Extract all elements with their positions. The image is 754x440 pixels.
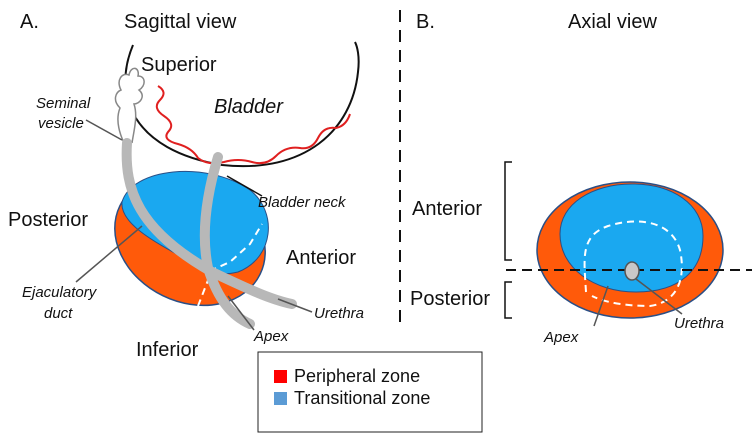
axial-anterior-label: Anterior xyxy=(412,198,482,220)
ejaculatory-duct-label-line2: duct xyxy=(44,305,73,322)
inferior-label: Inferior xyxy=(136,339,199,361)
panel-a-title: Sagittal view xyxy=(124,11,237,33)
axial-urethra xyxy=(624,261,640,281)
apex-pointer xyxy=(227,295,255,331)
axial-urethra-pointer xyxy=(635,278,683,315)
apex-label: Apex xyxy=(253,328,289,345)
legend-swatch-peripheral xyxy=(274,370,287,383)
bladder-wall-line xyxy=(155,85,351,165)
sagittal-transitional-zone xyxy=(121,171,269,275)
axial-apex-pointer xyxy=(593,285,609,327)
legend: Peripheral zone Transitional zone xyxy=(257,351,483,433)
bladder-label: Bladder xyxy=(214,96,284,118)
panel-b-title: Axial view xyxy=(568,11,657,33)
ejaculatory-duct-band xyxy=(121,138,297,309)
seminal-vesicle-pointer xyxy=(85,119,123,141)
panel-a-sagittal: A. Sagittal view Superior Bladder Semina… xyxy=(8,11,364,361)
bladder-neck-pointer xyxy=(226,175,263,197)
seminal-vesicle-label-line1: Seminal xyxy=(36,95,91,112)
seminal-vesicle-label-line2: vesicle xyxy=(38,115,84,132)
superior-label: Superior xyxy=(141,54,217,76)
legend-label-transitional: Transitional zone xyxy=(294,388,430,408)
panel-b-letter: B. xyxy=(416,11,435,33)
axial-transitional-zone xyxy=(559,183,704,293)
legend-swatch-transitional xyxy=(274,392,287,405)
ejaculatory-duct-pointer xyxy=(75,225,143,283)
urethra-label: Urethra xyxy=(314,305,364,322)
axial-posterior-label: Posterior xyxy=(410,288,490,310)
ejaculatory-duct-label-line1: Ejaculatory xyxy=(22,284,98,301)
panel-b-axial: B. Axial view Anterior Posterior Urethra… xyxy=(410,11,752,346)
legend-box xyxy=(257,351,483,433)
legend-label-peripheral: Peripheral zone xyxy=(294,366,420,386)
axial-dashed-boundary xyxy=(583,220,683,308)
bladder-neck-label: Bladder neck xyxy=(258,194,347,211)
urethra-band xyxy=(199,152,255,329)
anterior-label: Anterior xyxy=(286,247,356,269)
panel-a-letter: A. xyxy=(20,11,39,33)
urethra-pointer xyxy=(277,298,313,313)
posterior-label: Posterior xyxy=(8,209,88,231)
seminal-vesicle-shape xyxy=(114,67,145,144)
axial-apex-label: Apex xyxy=(543,329,579,346)
sagittal-dashed-boundary xyxy=(197,223,263,307)
posterior-bracket xyxy=(504,281,512,319)
axial-urethra-label: Urethra xyxy=(674,315,724,332)
anterior-bracket xyxy=(504,161,512,261)
